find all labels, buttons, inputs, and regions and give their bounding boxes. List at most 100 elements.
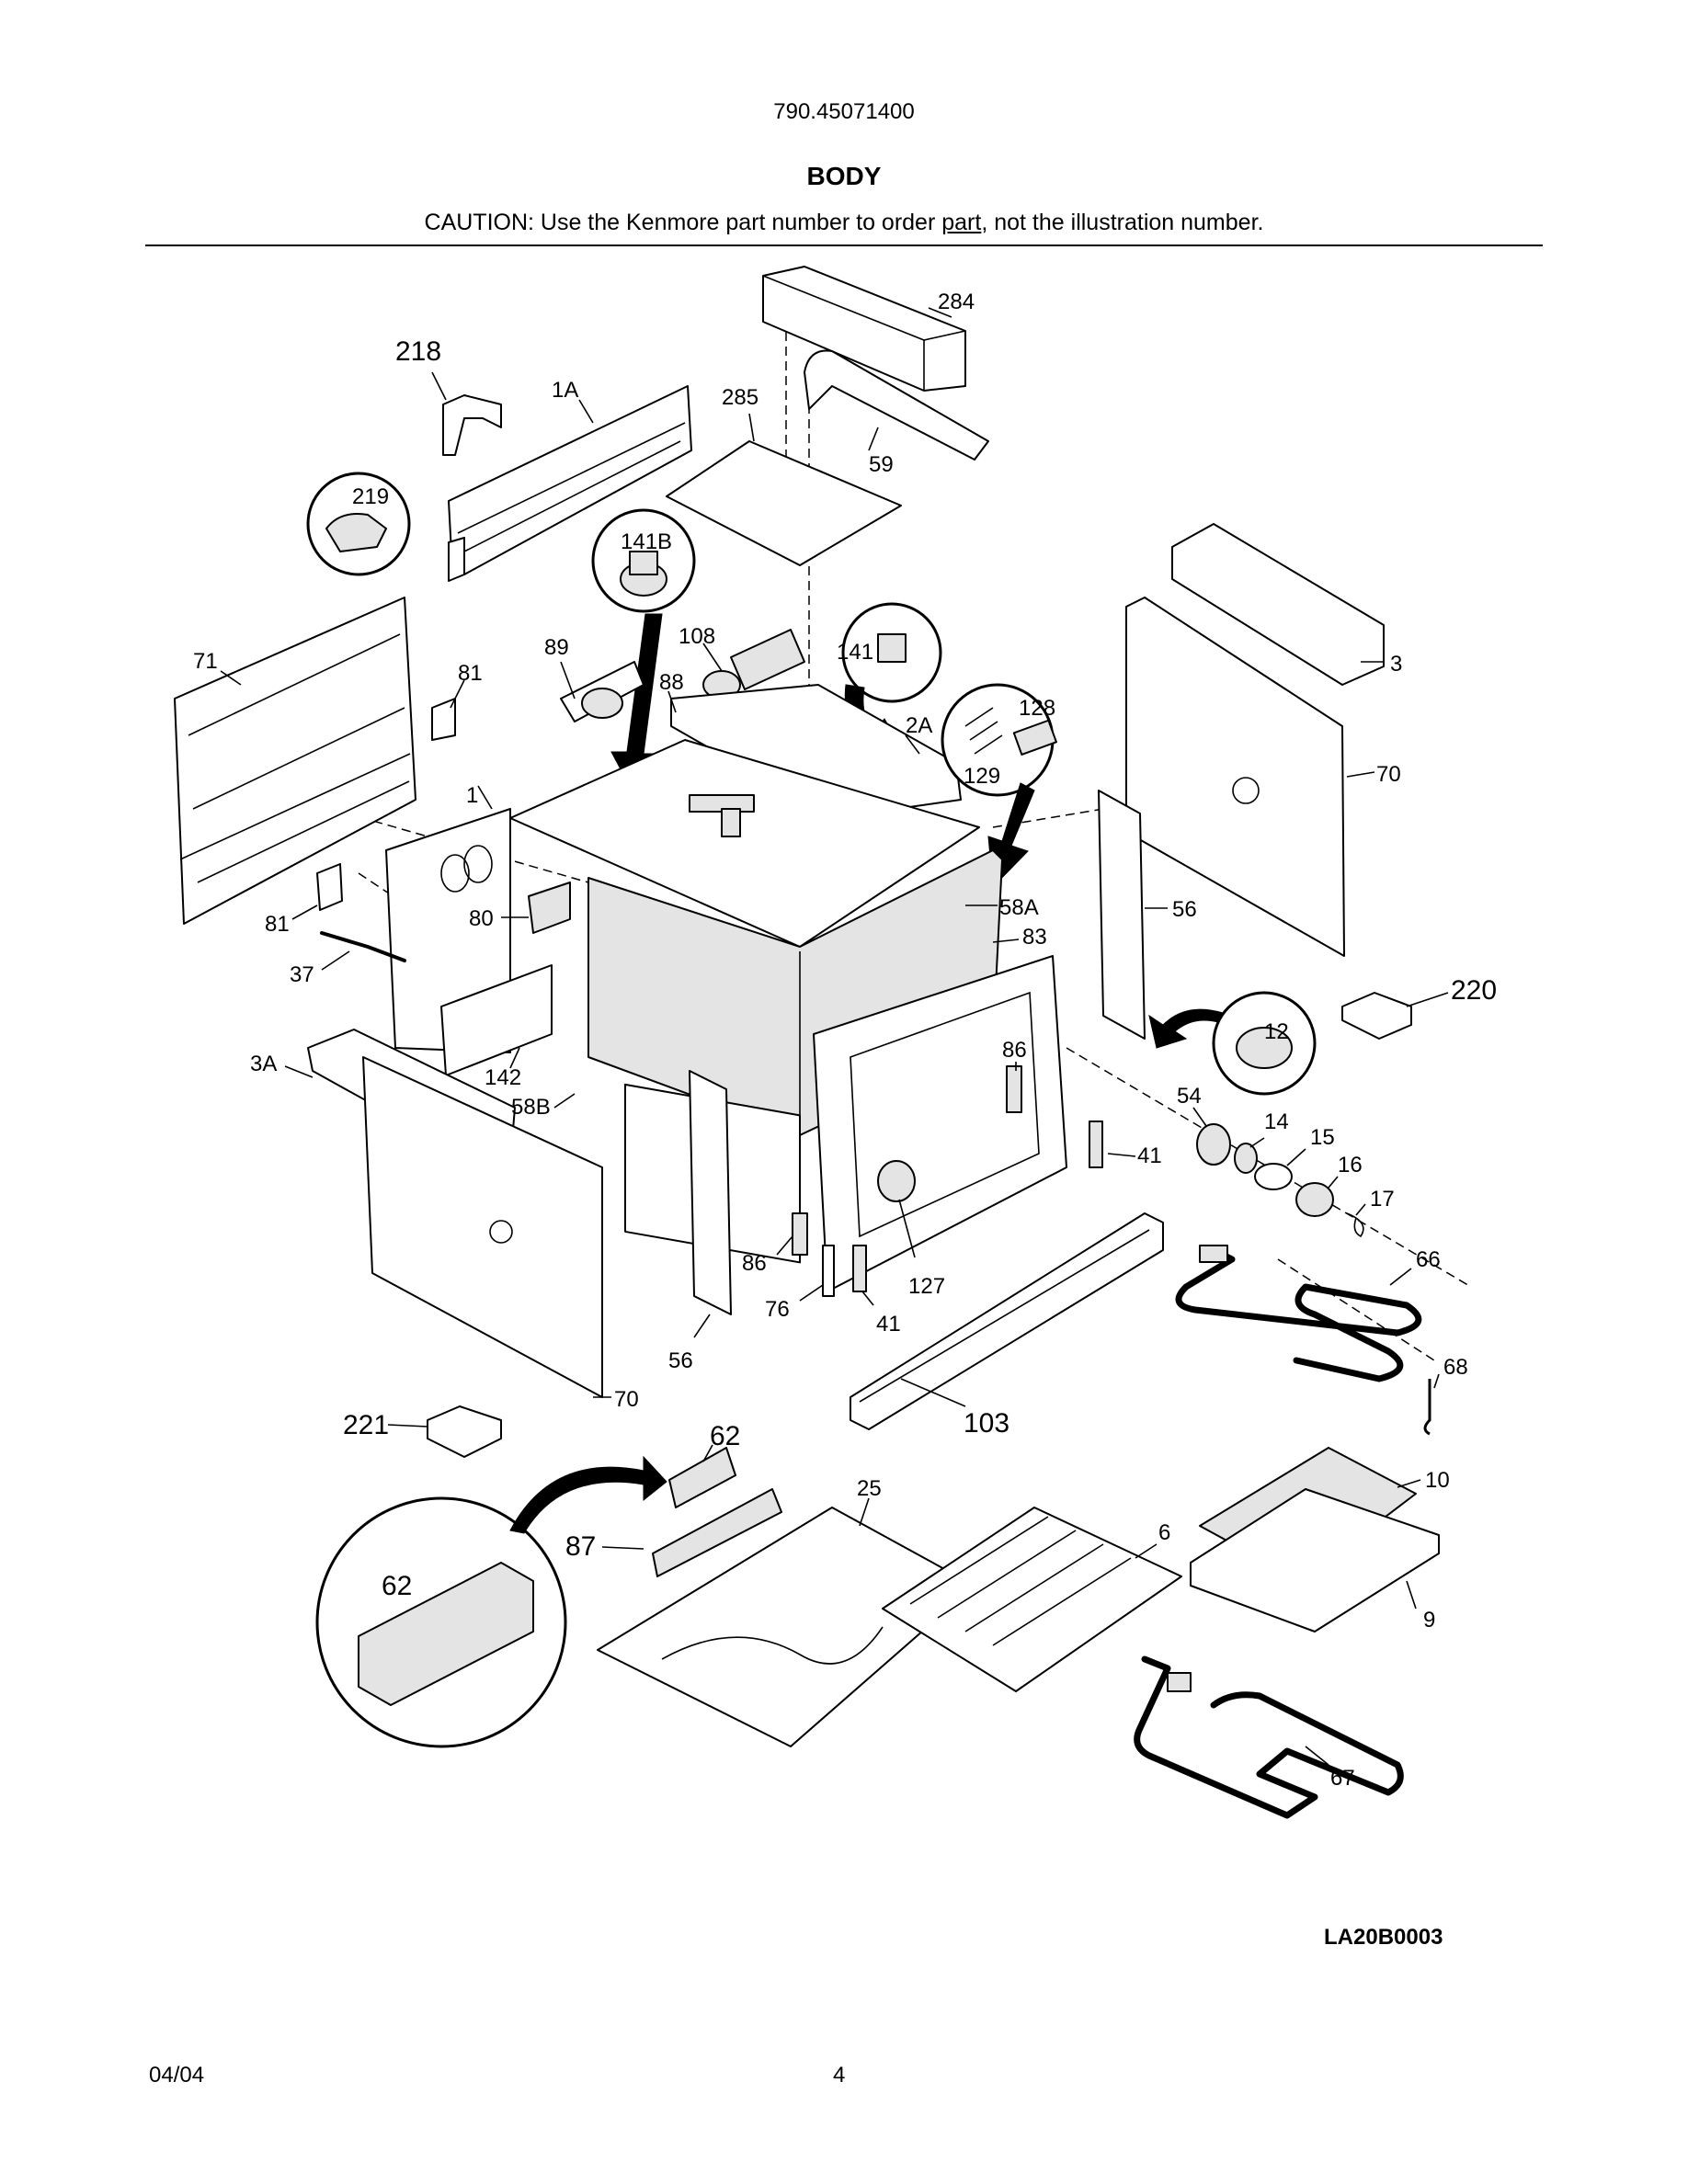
light-assembly (1196, 1123, 1364, 1238)
callout-142: 142 (485, 1065, 521, 1090)
part-86-hinge-right (1006, 1065, 1022, 1113)
callout-1: 1 (466, 783, 478, 808)
part-17-clip (1346, 1212, 1364, 1238)
callout-3: 3 (1390, 652, 1402, 677)
part-14-gasket (1234, 1143, 1258, 1174)
footer-date: 04/04 (149, 2063, 205, 2087)
part-221-bracket (427, 1405, 502, 1458)
callout-108: 108 (679, 624, 715, 649)
part-71-side-panel (174, 597, 416, 925)
callout-12: 12 (1264, 1019, 1289, 1044)
part-218-bracket (442, 394, 502, 456)
part-16-lens (1295, 1182, 1334, 1217)
callout-3a: 3A (250, 1052, 277, 1076)
callout-83: 83 (1022, 925, 1047, 950)
callout-67: 67 (1330, 1766, 1355, 1791)
callout-86-right: 86 (1002, 1038, 1027, 1063)
part-219-detail-circle (306, 472, 411, 576)
callout-62-detail: 62 (382, 1571, 412, 1601)
callout-129: 129 (964, 764, 1000, 789)
part-2a-top-panel (670, 684, 962, 819)
callout-62-upper: 62 (710, 1421, 740, 1451)
part-86-hinge-left (792, 1212, 808, 1256)
callout-56-right: 56 (1172, 897, 1197, 922)
part-12-detail-circle (1148, 991, 1317, 1096)
part-70-back-panel (1125, 597, 1345, 957)
part-3a-70-front-panel (307, 1029, 603, 1398)
callout-89: 89 (544, 635, 569, 660)
callout-88: 88 (659, 670, 684, 695)
part-81-bracket-lower (316, 863, 343, 911)
callout-81-upper: 81 (458, 661, 483, 686)
part-15-bulb (1254, 1163, 1293, 1190)
page-number: 4 (833, 2063, 846, 2087)
callout-6: 6 (1158, 1520, 1170, 1545)
callout-66: 66 (1416, 1247, 1441, 1272)
callout-58b: 58B (511, 1095, 551, 1120)
callout-10: 10 (1425, 1468, 1450, 1493)
part-141b-detail-circle (591, 508, 696, 796)
callout-80: 80 (469, 906, 494, 931)
callout-221: 221 (343, 1410, 389, 1440)
part-89-fan-bracket (560, 661, 644, 722)
part-80-bracket (528, 882, 571, 934)
part-83-door-frame (813, 955, 1067, 1292)
callout-68: 68 (1443, 1355, 1468, 1380)
callout-54: 54 (1177, 1084, 1202, 1109)
callout-25: 25 (857, 1476, 882, 1501)
callout-59: 59 (869, 452, 894, 477)
callout-219: 219 (352, 484, 389, 509)
part-56-side-trim-left (689, 1070, 732, 1315)
part-66-broil-element (1175, 1245, 1422, 1382)
caution-text: CAUTION: Use the Kenmore part number to … (424, 210, 942, 235)
callout-70-left: 70 (614, 1387, 639, 1412)
part-62-insulator (668, 1447, 736, 1508)
callout-1a: 1A (552, 378, 578, 403)
part-103-kick-panel (850, 1212, 1164, 1430)
callout-17: 17 (1370, 1187, 1395, 1211)
section-title: BODY (806, 162, 882, 190)
caution-part-word: part (941, 210, 982, 235)
caution-text-end: , not the illustration number. (981, 210, 1264, 235)
callout-41-left: 41 (876, 1312, 901, 1337)
part-142-insulation-panel (440, 964, 553, 1076)
part-1-top-wrapper (509, 739, 980, 948)
part-3-rear-frame (1171, 523, 1385, 686)
part-220-bracket (1341, 992, 1412, 1040)
callout-56-left: 56 (668, 1348, 693, 1373)
callout-141: 141 (837, 640, 873, 665)
callout-285: 285 (722, 385, 758, 410)
callout-127: 127 (908, 1274, 945, 1299)
part-56-side-trim-right (1098, 790, 1146, 1040)
callout-128: 128 (1019, 696, 1055, 721)
callout-37: 37 (290, 962, 314, 987)
part-1a-rear-frame (448, 385, 692, 582)
callout-86-left: 86 (742, 1251, 767, 1276)
callout-70-right: 70 (1376, 762, 1401, 787)
callout-15: 15 (1310, 1125, 1335, 1150)
part-37-wire (320, 931, 406, 962)
callout-284: 284 (938, 290, 975, 314)
part-41-trim-left (852, 1245, 867, 1292)
part-285-top-insulation (666, 440, 902, 566)
part-54-socket (1196, 1123, 1231, 1166)
callout-81-lower: 81 (265, 912, 290, 937)
callout-labels: 284 218 1A 285 59 219 141B 71 89 108 81 … (193, 290, 1497, 1791)
callout-141b: 141B (621, 529, 672, 554)
callout-87: 87 (565, 1531, 596, 1562)
model-number: 790.45071400 (773, 99, 915, 124)
part-62-detail-circle (315, 1455, 667, 1748)
callout-218: 218 (395, 336, 441, 367)
drawing-code: LA20B0003 (1324, 1925, 1443, 1950)
part-67-bake-element (1134, 1655, 1404, 1819)
callout-9: 9 (1423, 1608, 1435, 1632)
part-87-bracket (652, 1488, 782, 1577)
callout-71: 71 (193, 649, 218, 674)
part-81-bracket-upper (431, 698, 456, 741)
part-76-door-side (822, 1245, 835, 1297)
header-rule (145, 245, 1543, 246)
part-59-vent-tube (804, 349, 989, 461)
part-108-fan-motor (702, 629, 805, 700)
callout-2a: 2A (906, 713, 932, 738)
